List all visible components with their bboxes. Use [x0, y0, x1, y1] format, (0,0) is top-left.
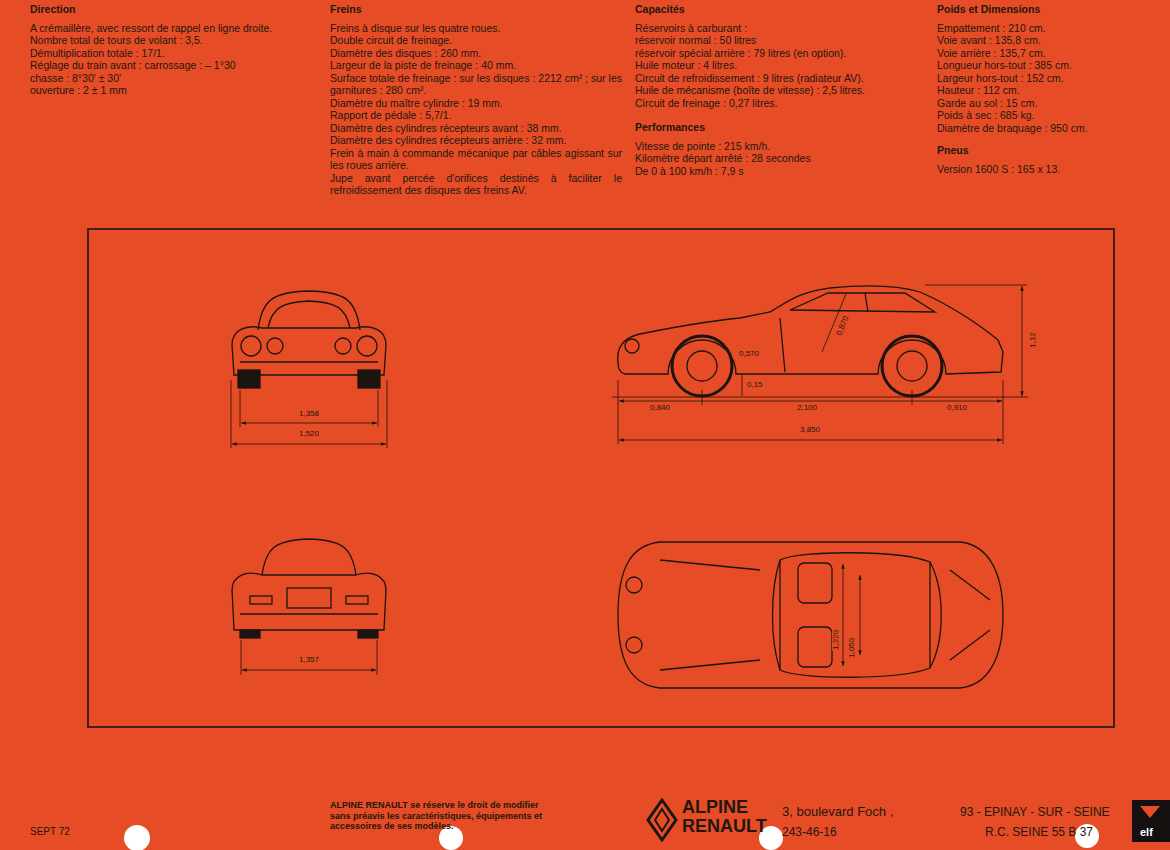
spec-line: Hauteur : 112 cm. — [937, 84, 1163, 97]
section-heading: Poids et Dimensions — [937, 3, 1163, 16]
top-view — [618, 542, 1003, 688]
dimension-label: 1,12 — [1029, 331, 1037, 349]
spec-line: ouverture : 2 ± 1 mm — [30, 84, 318, 97]
dimension-label: 0,570 — [738, 350, 760, 358]
spec-column: FreinsFreins à disque sur les quatre rou… — [330, 3, 622, 197]
section-heading: Direction — [30, 3, 318, 16]
spec-line: Garde au sol : 15 cm. — [937, 97, 1163, 110]
dimension-label: 1,358 — [298, 410, 320, 418]
spec-line: De 0 à 100 km/h : 7,9 s — [635, 165, 923, 178]
brand-name: ALPINE — [682, 797, 748, 818]
punch-holes — [124, 824, 1099, 850]
dimension-label: 0,870 — [835, 314, 851, 337]
address-line: 93 - EPINAY - SUR - SEINE — [960, 806, 1110, 820]
front-view — [231, 291, 387, 448]
spec-line: Voie arrière : 135,7 cm. — [937, 47, 1163, 60]
spec-line: Poids à sec : 685 kg. — [937, 109, 1163, 122]
logo-text: elf — [1140, 826, 1153, 839]
phone-number: 243-46-16 — [782, 826, 837, 840]
dimension-label: 1,520 — [298, 430, 320, 438]
spec-line: Freins à disque sur les quatre roues. — [330, 22, 622, 35]
spec-line: Longueur hors-tout : 385 cm. — [937, 59, 1163, 72]
legal-notice: ALPINE RENAULT se réserve le droit de mo… — [330, 800, 555, 832]
spec-line: Jupe avant percée d'orifices destinés à … — [330, 172, 622, 197]
section-heading: Performances — [635, 121, 923, 134]
spec-line: Réservoirs à carburant : — [635, 22, 923, 35]
elf-logo — [1132, 800, 1170, 842]
registry-number: R.C. SEINE 55 B 37 — [985, 826, 1093, 840]
section-heading: Pneus — [937, 144, 1163, 157]
spec-column: Direction A crémaillère, avec ressort de … — [30, 3, 318, 97]
spec-line: Huile moteur : 4 litres. — [635, 59, 923, 72]
spec-line: réservoir normal : 50 litres — [635, 34, 923, 47]
spec-line: Surface totale de freinage : sur les dis… — [330, 72, 622, 97]
spec-column: Poids et DimensionsEmpattement : 210 cm.… — [937, 3, 1163, 175]
spec-line: Diamètre des cylindres récepteurs arrièr… — [330, 134, 622, 147]
dimension-label: 0,15 — [746, 381, 764, 389]
spec-line: Diamètre des disques : 260 mm. — [330, 47, 622, 60]
spec-line: Réglage du train avant : carrossage : – … — [30, 59, 318, 72]
dimension-label: 1,050 — [848, 637, 856, 659]
spec-line: Voie avant : 135,8 cm. — [937, 34, 1163, 47]
spec-line: Nombre total de tours de volant : 3,5. — [30, 34, 318, 47]
renault-logo — [648, 800, 676, 840]
spec-line: A crémaillère, avec ressort de rappel en… — [30, 22, 318, 35]
spec-line: Vitesse de pointe : 215 km/h. — [635, 140, 923, 153]
date-code: SEPT 72 — [30, 826, 70, 838]
spec-line: Frein à main à commande mécanique par câ… — [330, 147, 622, 172]
section-heading: Freins — [330, 3, 622, 16]
dimension-label: 0,910 — [946, 404, 968, 412]
spec-line: Empattement : 210 cm. — [937, 22, 1163, 35]
dimension-label: 1,357 — [298, 656, 320, 664]
spec-line: Largeur de la piste de freinage : 40 mm. — [330, 59, 622, 72]
spec-line: Kilomètre départ arrêté : 28 secondes — [635, 152, 923, 165]
dimension-label: 2,100 — [796, 404, 818, 412]
spec-line: Double circuit de freinage. — [330, 34, 622, 47]
spec-line: Diamètre de braquage : 950 cm. — [937, 122, 1163, 135]
dimension-label: 3,850 — [799, 426, 821, 434]
spec-line: Version 1600 S : 165 x 13. — [937, 163, 1163, 176]
spec-line: Rapport de pédale : 5,7/1. — [330, 109, 622, 122]
spec-line: réservoir spécial arrière : 79 litres (e… — [635, 47, 923, 60]
spec-column: CapacitésRéservoirs à carburant :réservo… — [635, 3, 923, 177]
spec-line: Circuit de refroidissement : 9 litres (r… — [635, 72, 923, 85]
spec-line: Largeur hors-tout : 152 cm. — [937, 72, 1163, 85]
dimension-label: 0,840 — [649, 404, 671, 412]
side-view — [612, 285, 1028, 444]
rear-view — [232, 539, 386, 675]
section-heading: Capacités — [635, 3, 923, 16]
address-line: 3, boulevard Foch , — [782, 805, 893, 820]
spec-line: Démultiplication totale : 17/1. — [30, 47, 318, 60]
spec-line: Diamètre du maître cylindre : 19 mm. — [330, 97, 622, 110]
brand-name: RENAULT — [682, 816, 767, 837]
spec-line: Diamètre des cylindres récepteurs avant … — [330, 122, 622, 135]
spec-line: Circuit de freinage : 0,27 litres. — [635, 97, 923, 110]
spec-line: chasse : 8°30' ± 30' — [30, 72, 318, 85]
spec-line: Huile de mécanisme (boîte de vitesse) : … — [635, 84, 923, 97]
drawing-frame — [88, 229, 1114, 727]
dimension-label: 1,220 — [832, 629, 840, 651]
